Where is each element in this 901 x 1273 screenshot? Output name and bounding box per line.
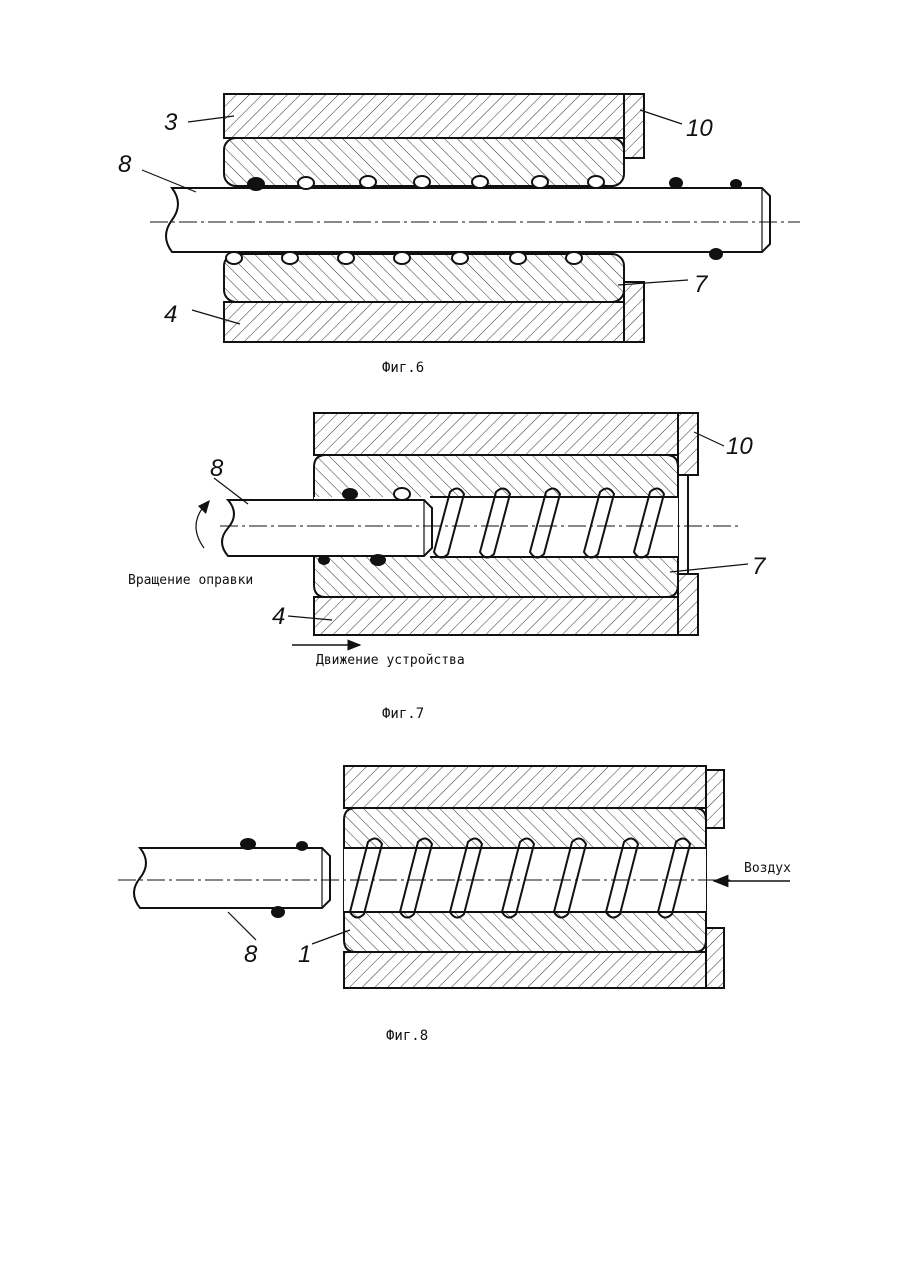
label-8: 8 <box>244 941 258 968</box>
movement-note: Движение устройства <box>316 653 465 668</box>
rotation-note: Вращение оправки <box>128 573 253 588</box>
outer-housing-bottom <box>224 302 624 342</box>
rotation-arrow <box>196 506 204 548</box>
figure-8: 8 1 Воздух Фиг.8 <box>118 766 791 1044</box>
outer-housing-top <box>344 766 706 808</box>
figure-8-caption: Фиг.8 <box>386 1028 428 1044</box>
label-4: 4 <box>164 301 177 328</box>
shaft <box>222 500 432 556</box>
shaft <box>134 848 330 908</box>
figure-7: 8 10 7 4 Вращение оправки Движение устро… <box>128 413 767 722</box>
label-1: 1 <box>298 941 311 968</box>
end-cap-bottom <box>678 574 698 635</box>
figure-7-caption: Фиг.7 <box>382 706 424 722</box>
outer-housing-bottom <box>314 597 678 635</box>
label-8: 8 <box>118 151 132 178</box>
label-7: 7 <box>694 271 709 298</box>
end-cap-top <box>624 94 644 158</box>
shaft <box>166 188 770 252</box>
label-8: 8 <box>210 455 224 482</box>
label-3: 3 <box>164 109 178 136</box>
end-cap-top <box>706 770 724 828</box>
outer-housing-top <box>314 413 678 455</box>
label-10: 10 <box>686 115 713 142</box>
figure-6: 3 10 8 7 4 Фиг.6 <box>118 94 800 376</box>
label-7: 7 <box>752 553 767 580</box>
label-10: 10 <box>726 433 753 460</box>
air-note: Воздух <box>744 861 791 876</box>
end-cap-bottom <box>624 282 644 342</box>
end-cap-top <box>678 413 698 475</box>
figure-6-caption: Фиг.6 <box>382 360 424 376</box>
label-4: 4 <box>272 603 285 630</box>
outer-housing-bottom <box>344 952 706 988</box>
end-cap-bottom <box>706 928 724 988</box>
outer-housing-top <box>224 94 624 138</box>
